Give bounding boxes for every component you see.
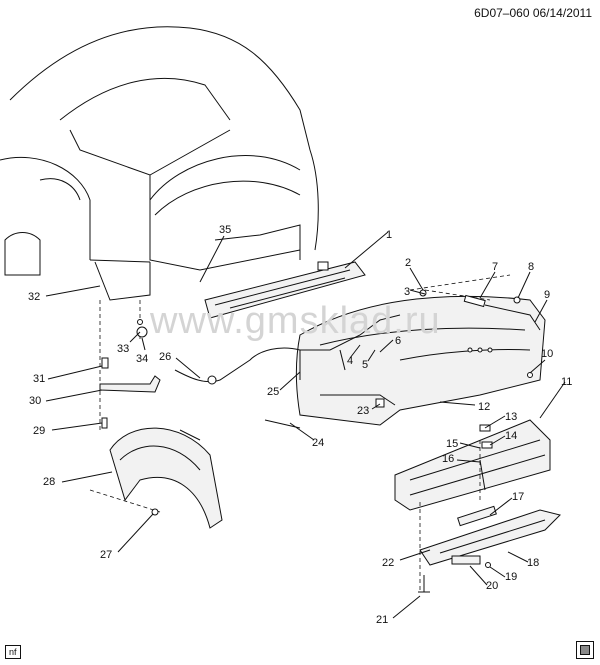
wiring-harness bbox=[174, 314, 401, 429]
footer-badge: nf bbox=[5, 645, 21, 659]
lower-valance bbox=[419, 505, 561, 566]
callout-27: 27 bbox=[100, 549, 112, 561]
callout-32: 32 bbox=[28, 291, 40, 303]
callout-18: 18 bbox=[527, 557, 539, 569]
callout-21: 21 bbox=[376, 614, 388, 626]
callout-13: 13 bbox=[505, 411, 517, 423]
callout-19: 19 bbox=[505, 571, 517, 583]
callout-29: 29 bbox=[33, 425, 45, 437]
callout-9: 9 bbox=[544, 289, 550, 301]
side-bracket bbox=[99, 357, 161, 429]
diagram-code: 6D07–060 06/14/2011 bbox=[474, 6, 592, 20]
callout-12: 12 bbox=[478, 401, 490, 413]
leader-lines bbox=[45, 231, 566, 619]
callout-33: 33 bbox=[117, 343, 129, 355]
callout-labels: 1 2 3 4 5 6 7 8 9 10 11 12 13 14 15 16 1… bbox=[28, 224, 572, 626]
callout-34: 34 bbox=[136, 353, 148, 365]
callout-26: 26 bbox=[159, 351, 171, 363]
callout-23: 23 bbox=[357, 405, 369, 417]
callout-14: 14 bbox=[505, 430, 517, 442]
callout-6: 6 bbox=[395, 335, 401, 347]
callout-3: 3 bbox=[404, 286, 410, 298]
callout-17: 17 bbox=[512, 491, 524, 503]
callout-10: 10 bbox=[541, 348, 553, 360]
bumper-impact-bar bbox=[204, 261, 366, 319]
callout-24: 24 bbox=[312, 437, 324, 449]
callout-30: 30 bbox=[29, 395, 41, 407]
bumper-fascia bbox=[295, 295, 546, 426]
callout-15: 15 bbox=[446, 438, 458, 450]
callout-35: 35 bbox=[219, 224, 231, 236]
energy-absorber bbox=[394, 419, 551, 511]
callout-5: 5 bbox=[362, 359, 368, 371]
wheelhouse-liner bbox=[109, 427, 223, 529]
callout-8: 8 bbox=[528, 261, 534, 273]
callout-22: 22 bbox=[382, 557, 394, 569]
callout-28: 28 bbox=[43, 476, 55, 488]
callout-20: 20 bbox=[486, 580, 498, 592]
callout-1: 1 bbox=[386, 229, 392, 241]
watermark: www.gmsklad.ru bbox=[150, 300, 441, 342]
callout-7: 7 bbox=[492, 261, 498, 273]
callout-11: 11 bbox=[561, 376, 572, 388]
callout-2: 2 bbox=[405, 257, 411, 269]
callout-31: 31 bbox=[33, 373, 45, 385]
corner-mark-icon bbox=[576, 641, 594, 659]
callout-25: 25 bbox=[267, 386, 279, 398]
callout-4: 4 bbox=[347, 355, 353, 367]
callout-16: 16 bbox=[442, 453, 454, 465]
vehicle-body bbox=[0, 26, 319, 301]
alignment-lines bbox=[89, 274, 511, 590]
